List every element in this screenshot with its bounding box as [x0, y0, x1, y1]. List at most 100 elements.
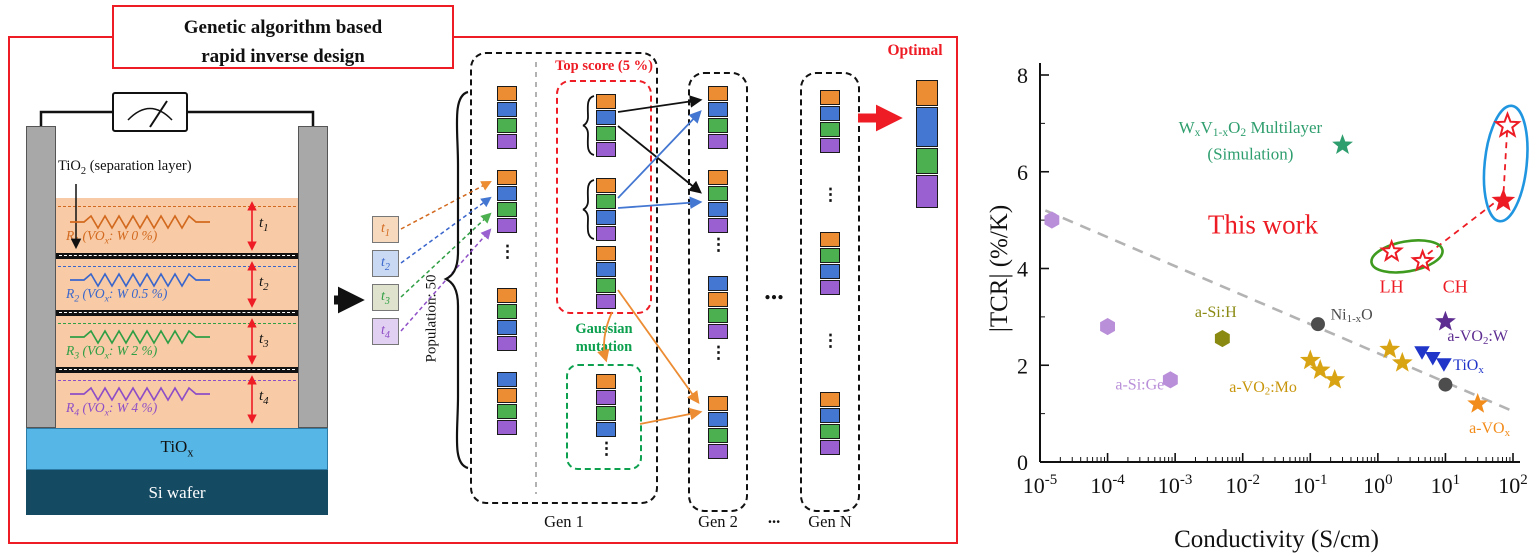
gene-segment — [708, 292, 728, 307]
ellipsis-vertical: ⋮ — [822, 331, 839, 350]
gene-segment — [708, 118, 728, 133]
gene-segment — [916, 107, 938, 147]
highlight-ellipse — [1482, 104, 1529, 223]
y-tick-label: 2 — [1017, 353, 1028, 378]
point-tiox — [1436, 358, 1452, 372]
gen1-label: Gen 1 — [544, 512, 584, 531]
gene-segment — [708, 396, 728, 411]
gene-segment — [596, 294, 616, 309]
x-tick-label: 10-5 — [1023, 472, 1057, 498]
gen-ellipsis-label: ... — [767, 508, 781, 527]
gene-segment — [708, 324, 728, 339]
figure-title-line1: Genetic algorithm based — [183, 17, 383, 38]
gene-segment — [916, 148, 938, 174]
x-axis-label: Conductivity (S/cm) — [1174, 526, 1379, 553]
gene-segment — [708, 428, 728, 443]
point-a-vo2-mo — [1324, 368, 1346, 389]
gene-segment — [596, 178, 616, 193]
point-a-vo2-mo — [1391, 351, 1413, 372]
x-tick-label: 101 — [1431, 472, 1460, 498]
layer-dashline-r1 — [58, 206, 296, 207]
ellipsis-vertical: ⋮ — [710, 235, 727, 254]
layer-label-r4: R4 (VOx: W 4 %) — [66, 400, 158, 419]
chromosome-top-score — [596, 94, 616, 157]
layer-dashline-r2 — [58, 266, 296, 267]
gene-segment — [708, 102, 728, 117]
gene-segment — [497, 134, 517, 149]
gene-segment — [820, 90, 840, 105]
gene-segment — [916, 175, 938, 208]
chromosome — [708, 276, 728, 339]
gene-box-t2: t2 — [372, 250, 399, 277]
annotation-a-vo-2-w: a-VO2:W — [1447, 328, 1508, 347]
thickness-label-t1: t1 — [259, 215, 269, 234]
gene-box-t1: t1 — [372, 216, 399, 243]
separation-layer-bar — [56, 367, 298, 373]
gene-segment — [596, 374, 616, 389]
gene-segment — [497, 218, 517, 233]
annotation-a-vo-2-mo: a-VO2:Mo — [1229, 379, 1297, 398]
gene-segment — [820, 392, 840, 407]
x-tick-label: 10-2 — [1225, 472, 1259, 498]
gene-segment — [596, 142, 616, 157]
separation-layer-label: TiO2 (separation layer) — [58, 158, 192, 177]
chromosome — [497, 86, 517, 149]
ellipsis-vertical: ⋮ — [822, 185, 839, 204]
gene-segment — [708, 170, 728, 185]
gene-segment — [596, 246, 616, 261]
this-work-point-ch — [1410, 248, 1435, 272]
si-wafer-layer: Si wafer — [26, 470, 328, 515]
gene-segment — [596, 278, 616, 293]
gene-segment — [596, 390, 616, 405]
ellipsis-vertical: ⋮ — [499, 242, 516, 261]
thickness-label-t4: t4 — [259, 388, 269, 407]
x-tick-label: 10-4 — [1090, 472, 1125, 498]
gene-segment — [497, 288, 517, 303]
figure-title: Genetic algorithm based rapid inverse de… — [112, 5, 454, 69]
gaussian-mutation-label: Gaussian mutation — [575, 321, 633, 356]
annotation-a-si-h: a-Si:H — [1195, 304, 1237, 321]
gene-segment — [497, 102, 517, 117]
annotation-w-x-v-1-x-o-2-multilayer: WxV1-xO2 Multilayer — [1179, 118, 1323, 139]
gene-segment — [596, 406, 616, 421]
top-score-label: Top score (5 %) — [555, 58, 653, 74]
population-label: Population: 50 — [423, 274, 440, 363]
y-tick-label: 6 — [1017, 160, 1028, 185]
layer-label-r1: R1 (VOx: W 0 %) — [66, 228, 158, 247]
gene-segment — [596, 210, 616, 225]
gene-segment — [497, 202, 517, 217]
gene-segment — [916, 80, 938, 106]
gene-segment — [708, 134, 728, 149]
ellipsis-vertical: ⋮ — [598, 439, 615, 458]
gene-segment — [596, 194, 616, 209]
gene-segment — [497, 170, 517, 185]
annotation-ch: CH — [1443, 277, 1468, 297]
gene-segment — [708, 186, 728, 201]
gene-segment — [708, 218, 728, 233]
genN-box — [800, 72, 860, 512]
gene-segment — [708, 308, 728, 323]
point-a-vo2-w — [1435, 310, 1456, 331]
point-a-si-ge — [1044, 211, 1060, 229]
electrode-left — [26, 126, 56, 428]
figure-border — [8, 36, 958, 544]
layer-label-r2: R2 (VOx: W 0.5 %) — [66, 286, 168, 305]
y-tick-label: 0 — [1017, 450, 1028, 475]
annotation-a-si-ge: a-Si:Ge — [1115, 376, 1164, 393]
separation-layer-bar — [56, 310, 298, 316]
gene-segment — [497, 118, 517, 133]
y-axis-label: |TCR| (%/K) — [986, 205, 1013, 332]
gene-segment — [497, 320, 517, 335]
point-a-si-h — [1214, 330, 1230, 348]
this-work-point-lh — [1379, 238, 1404, 263]
trend-line — [1044, 209, 1514, 413]
y-tick-label: 8 — [1017, 63, 1028, 88]
gene-segment — [497, 388, 517, 403]
thickness-label-t3: t3 — [259, 331, 269, 350]
inverse-design-panel: Genetic algorithm based rapid inverse de… — [8, 5, 958, 544]
gene-box-t4-label: t4 — [381, 322, 390, 341]
gene-box-t2-label: t2 — [381, 254, 390, 273]
gene-segment — [708, 444, 728, 459]
chromosome-mutated — [596, 374, 616, 437]
